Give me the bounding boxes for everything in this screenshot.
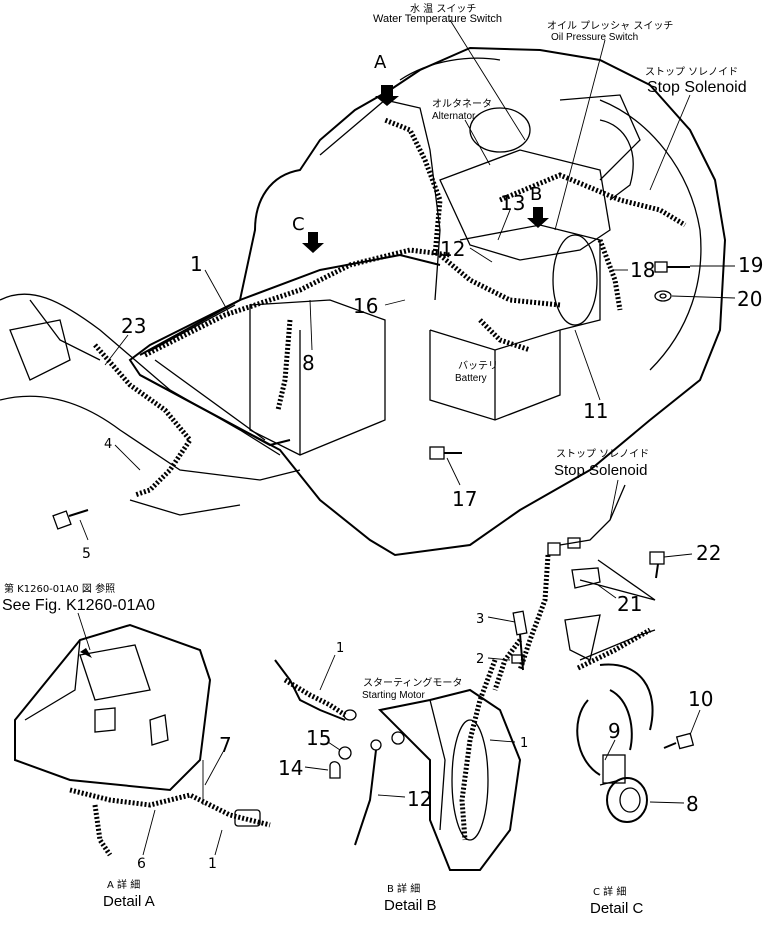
main-harness: [143, 117, 687, 411]
part-number: 1: [208, 856, 217, 872]
part-number: 21: [617, 592, 642, 616]
part-number: 3: [476, 612, 484, 627]
part-number: 9: [608, 719, 621, 743]
oil-pressure-switch-label: Oil Pressure Switch: [551, 32, 638, 43]
part-number: 1: [336, 641, 344, 656]
part-number: 10: [688, 687, 713, 711]
part-number: 14: [278, 756, 303, 780]
engine-cover-outline: [128, 46, 727, 557]
part-number: 17: [452, 487, 477, 511]
part-number: 8: [302, 351, 315, 375]
part-number: 7: [219, 733, 232, 757]
view-arrow-c: [302, 232, 324, 253]
part-number: 5: [82, 546, 91, 562]
part-number: 18: [630, 258, 655, 282]
detail-b-caption: Detail B: [384, 897, 437, 914]
detail-a-jp: A 詳 細: [107, 878, 140, 891]
starting-motor-jp: スターティングモータ: [363, 676, 462, 689]
bolt-17: [429, 446, 462, 460]
washer-20: [654, 290, 672, 302]
main-leaders: [79, 19, 736, 541]
alternator-jp: オルタネータ: [432, 98, 492, 110]
bolt-5: [52, 509, 89, 530]
detail-c-jp: C 詳 細: [593, 885, 626, 898]
left-frame-harness: [0, 293, 301, 516]
part-number: 6: [137, 856, 146, 872]
stop-solenoid-label-top: Stop Solenoid: [647, 79, 747, 96]
detail-b-jp: B 詳 細: [387, 882, 420, 895]
battery-jp: バッテリ: [458, 360, 498, 372]
part-number: 12: [407, 787, 432, 811]
part-number: 1: [520, 736, 528, 751]
detail-b-drawing: [274, 610, 528, 871]
radiator-frame: [139, 253, 441, 456]
stop-solenoid-label-mid: Stop Solenoid: [554, 462, 647, 479]
see-fig-label: See Fig. K1260-01A0: [2, 597, 155, 614]
part-number: 4: [104, 437, 112, 452]
part-number: 20: [737, 287, 762, 311]
detail-a-caption: Detail A: [103, 893, 155, 910]
part-number: 1: [190, 252, 203, 276]
water-temp-switch-label: Water Temperature Switch: [373, 13, 502, 25]
detail-a-drawing: [14, 612, 271, 857]
part-number: 12: [440, 237, 465, 261]
part-number: 19: [738, 253, 763, 277]
view-arrow-a: [375, 85, 399, 106]
stop-solenoid-jp-top: ストップ ソレノイド: [645, 66, 738, 78]
part-number: 16: [353, 294, 378, 318]
oil-pressure-switch-jp: オイル プレッシャ スイッチ: [547, 20, 673, 32]
part-number-labels: 1 23 4 5 8 16 12 13 11 17 18 19 20 22 21…: [82, 191, 763, 872]
alternator-label: Alternator: [432, 111, 476, 122]
battery-label: Battery: [455, 373, 487, 384]
detail-captions: A 詳 細 Detail A B 詳 細 Detail B C 詳 細 Deta…: [103, 878, 644, 917]
view-letter-c: C: [292, 214, 305, 235]
detail-c-drawing: [564, 551, 701, 823]
bolt-18: [654, 261, 690, 273]
callout-labels: 水 温 スイッチ Water Temperature Switch オイル プレ…: [2, 3, 747, 701]
part-number: 22: [696, 541, 721, 565]
part-number: 23: [121, 314, 146, 338]
water-temp-switch-jp: 水 温 スイッチ: [410, 3, 476, 15]
starting-motor-label: Starting Motor: [362, 690, 425, 701]
part-number: 15: [306, 726, 331, 750]
part-number: 2: [476, 652, 484, 667]
solenoid-harness-mid: [517, 484, 626, 671]
see-fig-jp: 第 K1260-01A0 図 参照: [4, 582, 115, 595]
detail-c-caption: Detail C: [590, 900, 644, 917]
part-number: 11: [583, 399, 608, 423]
view-letter-b: B: [530, 184, 542, 205]
view-letters: A B C: [292, 52, 542, 235]
part-number: 8: [686, 792, 699, 816]
part-number: 13: [500, 191, 525, 215]
view-letter-a: A: [374, 52, 387, 73]
battery-box: [429, 329, 561, 421]
stop-solenoid-jp-mid: ストップ ソレノイド: [556, 448, 649, 460]
view-arrow-b: [527, 207, 549, 228]
